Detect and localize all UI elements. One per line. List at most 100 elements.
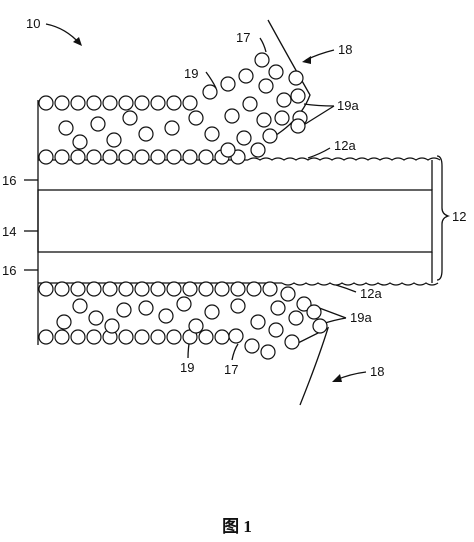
particle-circle <box>54 149 70 165</box>
particle-circle <box>54 281 70 297</box>
particle-circle <box>138 300 154 316</box>
particle-circle <box>134 329 150 345</box>
particle-circle <box>254 52 270 68</box>
particle-circle <box>238 68 254 84</box>
label-12: 12 <box>452 209 466 224</box>
particle-circle <box>86 281 102 297</box>
top-rough-surface-12a <box>247 157 441 161</box>
particle-circle <box>102 281 118 297</box>
particle-circle <box>118 149 134 165</box>
particle-circle <box>70 95 86 111</box>
particle-circle <box>70 329 86 345</box>
particle-circle <box>182 95 198 111</box>
particle-circle <box>118 95 134 111</box>
particle-circle <box>86 95 102 111</box>
particle-circle <box>118 281 134 297</box>
particle-circle <box>312 318 328 334</box>
particle-circle <box>228 328 244 344</box>
particle-circle <box>86 329 102 345</box>
particle-circle <box>274 110 290 126</box>
particle-group <box>38 52 328 360</box>
particle-circle <box>166 329 182 345</box>
particle-circle <box>262 128 278 144</box>
particle-circle <box>268 64 284 80</box>
particle-circle <box>246 281 262 297</box>
particle-circle <box>188 110 204 126</box>
particle-circle <box>116 302 132 318</box>
particle-circle <box>224 108 240 124</box>
particle-circle <box>214 281 230 297</box>
particle-circle <box>56 314 72 330</box>
particle-circle <box>262 281 278 297</box>
particle-circle <box>164 120 180 136</box>
particle-circle <box>38 149 54 165</box>
label-19a-top: 19a <box>337 98 359 113</box>
arrowhead-18-bottom <box>332 374 342 382</box>
particle-circle <box>118 329 134 345</box>
arrowhead-18-top <box>302 56 311 64</box>
particle-circle <box>38 281 54 297</box>
particle-circle <box>106 132 122 148</box>
particle-circle <box>90 116 106 132</box>
particle-circle <box>166 281 182 297</box>
core-layer-14 <box>37 189 433 253</box>
particle-circle <box>288 70 304 86</box>
particle-circle <box>198 149 214 165</box>
leader-19a-top-2 <box>303 103 335 107</box>
particle-circle <box>220 76 236 92</box>
particle-circle <box>214 329 230 345</box>
particle-circle <box>134 95 150 111</box>
particle-circle <box>104 318 120 334</box>
figure-caption: 图 1 <box>222 517 252 536</box>
label-19-bottom: 19 <box>180 360 194 375</box>
particle-circle <box>54 329 70 345</box>
label-16-top: 16 <box>2 173 16 188</box>
particle-circle <box>280 286 296 302</box>
particle-circle <box>198 281 214 297</box>
particle-circle <box>70 149 86 165</box>
particle-circle <box>150 95 166 111</box>
particle-circle <box>220 142 236 158</box>
particle-circle <box>182 281 198 297</box>
particle-circle <box>72 134 88 150</box>
particle-circle <box>270 300 286 316</box>
particle-circle <box>158 308 174 324</box>
leader-17-top <box>259 37 267 53</box>
particle-circle <box>230 281 246 297</box>
label-19a-bottom: 19a <box>350 310 372 325</box>
particle-circle <box>268 322 284 338</box>
particle-circle <box>250 142 266 158</box>
particle-circle <box>230 298 246 314</box>
leader-12a-top <box>307 147 331 159</box>
particle-circle <box>138 126 154 142</box>
particle-circle <box>288 310 304 326</box>
top-tab-18 <box>267 19 311 141</box>
particle-circle <box>102 149 118 165</box>
particle-circle <box>134 281 150 297</box>
particle-circle <box>88 310 104 326</box>
particle-circle <box>38 329 54 345</box>
label-18-bottom: 18 <box>370 364 384 379</box>
label-17-bottom: 17 <box>224 362 238 377</box>
particle-circle <box>290 88 306 104</box>
label-10: 10 <box>26 16 40 31</box>
particle-circle <box>244 338 260 354</box>
particle-circle <box>134 149 150 165</box>
particle-circle <box>188 318 204 334</box>
particle-circle <box>306 304 322 320</box>
label-19-top: 19 <box>184 66 198 81</box>
particle-circle <box>258 78 274 94</box>
particle-circle <box>236 130 252 146</box>
particle-circle <box>86 149 102 165</box>
particle-circle <box>70 281 86 297</box>
particle-circle <box>284 334 300 350</box>
bottom-tab-18 <box>287 326 330 406</box>
particle-circle <box>250 314 266 330</box>
particle-circle <box>166 95 182 111</box>
particle-circle <box>38 95 54 111</box>
particle-circle <box>182 149 198 165</box>
label-12a-top: 12a <box>334 138 356 153</box>
particle-circle <box>202 84 218 100</box>
particle-circle <box>242 96 258 112</box>
